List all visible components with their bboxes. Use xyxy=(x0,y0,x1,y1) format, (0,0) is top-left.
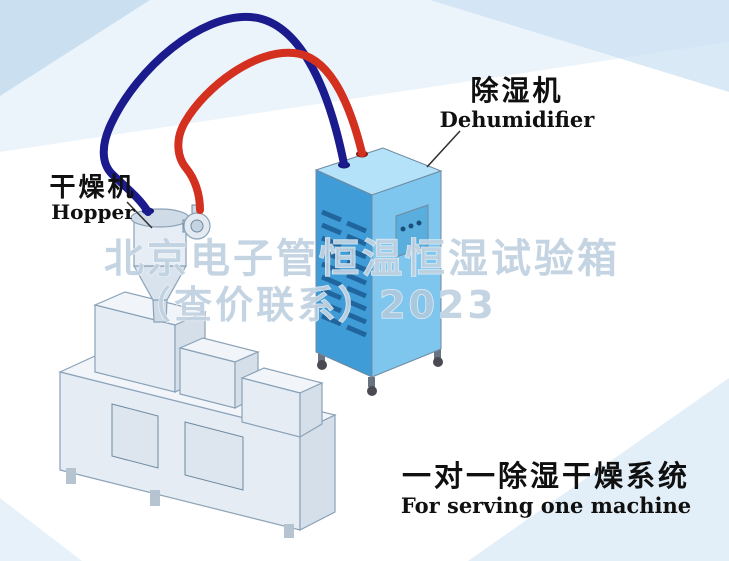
blower-motor-hub xyxy=(190,219,204,233)
dehumidifier-label-en: Dehumidifier xyxy=(440,107,596,132)
panel-button-3 xyxy=(416,220,422,226)
caster-wheel-2 xyxy=(367,386,377,396)
caster-stem-3 xyxy=(434,349,441,359)
bg-triangle-top-right xyxy=(430,0,729,92)
watermark: 北京电子管恒温恒湿试验箱 （查价联系）2023 xyxy=(104,236,620,328)
machine-foot-3 xyxy=(284,524,294,538)
caster-stem-1 xyxy=(318,352,325,362)
panel-button-2 xyxy=(408,223,414,229)
bg-triangle-top-left xyxy=(0,0,150,96)
hopper-leader-line xyxy=(126,201,153,229)
watermark-line-2: （查价联系）2023 xyxy=(133,283,497,327)
supply-hose-red xyxy=(174,48,366,214)
caption-title-cn: 一对一除湿干燥系统 xyxy=(402,459,690,493)
hopper-assembly xyxy=(130,204,211,323)
hopper-label-en: Hopper xyxy=(51,200,135,224)
dehumidifier-label-cn: 除湿机 xyxy=(470,74,563,107)
machine-foot-1 xyxy=(66,468,76,484)
watermark-line-1: 北京电子管恒温恒湿试验箱 xyxy=(104,236,620,282)
machine-foot-2 xyxy=(150,490,160,506)
caster-wheel-1 xyxy=(317,360,327,370)
machine-guard2-side xyxy=(299,382,323,439)
caster-wheel-3 xyxy=(433,357,443,367)
control-panel xyxy=(395,204,429,258)
bg-triangle-bottom-left xyxy=(0,498,82,561)
dehumidifier-leader-line xyxy=(426,130,461,168)
hoses xyxy=(99,12,366,216)
dehumidifier-cabinet xyxy=(314,147,443,396)
labels: 除湿机 Dehumidifier 干燥机 Hopper 一对一除湿干燥系统 Fo… xyxy=(49,74,691,518)
extruder-machine xyxy=(58,291,337,538)
hopper-lid xyxy=(130,208,190,228)
vent-slots xyxy=(321,209,367,338)
hopper-label-cn: 干燥机 xyxy=(49,173,136,203)
bg-triangle-bottom-right xyxy=(468,378,729,561)
machine-base-side xyxy=(299,414,336,531)
machine-door-2 xyxy=(184,421,244,491)
caster-stem-2 xyxy=(368,377,375,387)
panel-button-1 xyxy=(400,226,406,232)
caption-subtitle-en: For serving one machine xyxy=(401,493,691,518)
machine-door-1 xyxy=(111,403,159,469)
